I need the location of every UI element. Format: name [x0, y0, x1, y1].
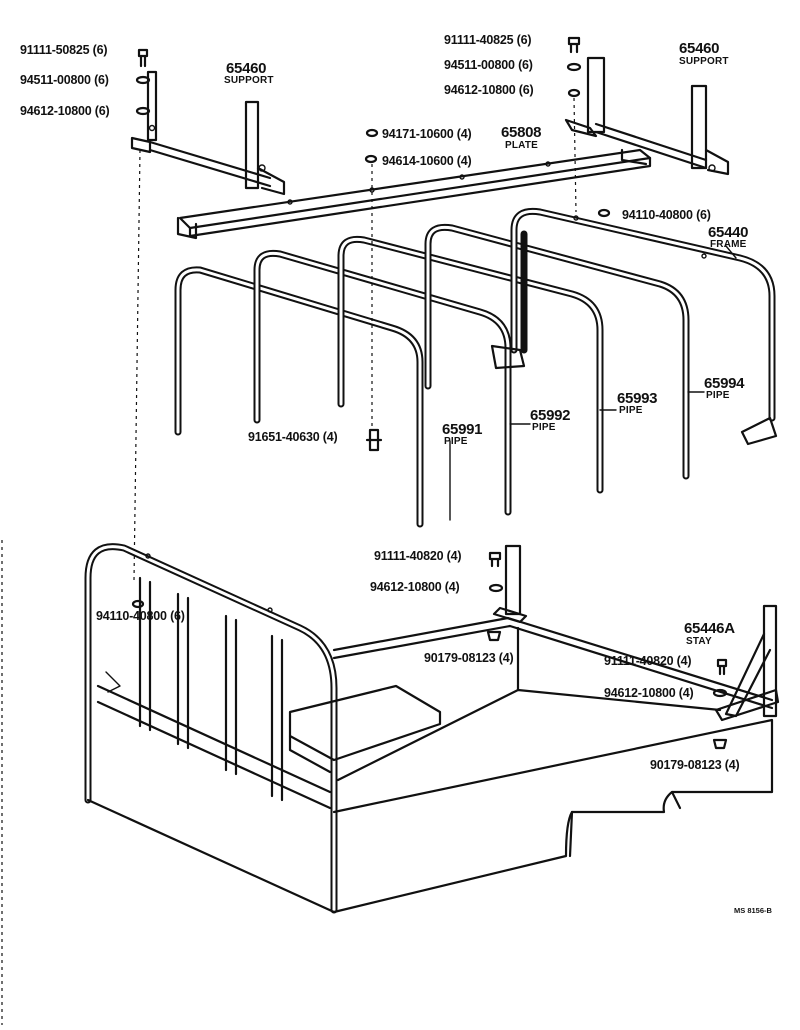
label-nut-90179-08123-right: 90179-08123 (4): [650, 758, 740, 772]
label-bolt-91111-40820-right: 91111-40820 (4): [604, 654, 692, 668]
label-stay-name: STAY: [686, 636, 712, 647]
label-support-left-number: 65460: [226, 60, 267, 77]
label-stay-number: 65446A: [684, 620, 735, 637]
align-line-left: [133, 149, 141, 581]
label-pipe-65991-name: PIPE: [444, 436, 468, 447]
label-washer-94612-10800-left: 94612-10800 (6): [20, 104, 110, 118]
washer-94614-shape: [364, 154, 378, 164]
nut-94110-lower-shape: [131, 599, 145, 609]
label-washer-94511-00800-right: 94511-00800 (6): [444, 58, 533, 72]
label-washer-94511-00800-left: 94511-00800 (6): [20, 73, 109, 87]
label-frame-number: 65440: [708, 224, 749, 241]
label-pipe-65994-name: PIPE: [706, 390, 730, 401]
pipe-65992-drawing: [253, 249, 512, 516]
label-frame-name: FRAME: [710, 239, 747, 250]
support-right-drawing: [564, 56, 730, 176]
frame-65440-drawing: [490, 207, 778, 446]
stay-65446a-drawing: [714, 604, 780, 722]
pipe-65994-drawing: [424, 223, 690, 480]
fasteners-upper-right: [566, 36, 582, 98]
label-bolt-91111-50825: 91111-50825 (6): [20, 43, 108, 57]
truck-bed-drawing: [84, 543, 774, 914]
support-left-drawing: [130, 70, 286, 196]
label-pipe-65992-name: PIPE: [532, 422, 556, 433]
label-washer-94612-10800-right-low: 94612-10800 (4): [604, 686, 694, 700]
align-line-right: [573, 97, 577, 213]
bolt-91651-shape: [365, 428, 383, 452]
label-pipe-65993-name: PIPE: [619, 405, 643, 416]
fasteners-center: [486, 551, 504, 642]
label-washer-94171-10600: 94171-10600 (4): [382, 127, 472, 141]
plate-drawing: [176, 148, 652, 240]
label-nut-90179-08123-center: 90179-08123 (4): [424, 651, 514, 665]
label-plate-name: PLATE: [505, 140, 539, 151]
fasteners-right-lower: [712, 658, 728, 750]
label-pipe-65991-number: 65991: [442, 421, 483, 438]
label-pipe-65993-number: 65993: [617, 390, 658, 407]
nut-94110-upper-shape: [597, 208, 611, 218]
label-bolt-91111-40820-center: 91111-40820 (4): [374, 549, 462, 563]
label-pipe-65992-number: 65992: [530, 407, 571, 424]
center-post-drawing: [492, 544, 528, 624]
label-bolt-91651-40630: 91651-40630 (4): [248, 430, 338, 444]
label-nut-94110-40800-lower: 94110-40800 (6): [96, 609, 185, 623]
drawing-code: MS 8156-B: [734, 906, 772, 915]
label-support-right-number: 65460: [679, 40, 720, 57]
label-bolt-91111-40825: 91111-40825 (6): [444, 33, 532, 47]
pipe-65991-drawing: [174, 266, 424, 528]
pipe-65993-drawing: [337, 235, 604, 494]
label-washer-94612-10800-right: 94612-10800 (6): [444, 83, 534, 97]
label-nut-94110-40800-upper: 94110-40800 (6): [622, 208, 711, 222]
label-washer-94612-10800-center: 94612-10800 (4): [370, 580, 460, 594]
leader-lines: [449, 245, 737, 521]
fasteners-upper-left: [135, 48, 151, 116]
label-plate-number: 65808: [501, 124, 542, 141]
label-washer-94614-10600: 94614-10600 (4): [382, 154, 472, 168]
label-support-right-name: SUPPORT: [679, 56, 729, 67]
label-pipe-65994-number: 65994: [704, 375, 745, 392]
washer-94171-shape: [365, 128, 379, 138]
label-support-left-name: SUPPORT: [224, 75, 274, 86]
